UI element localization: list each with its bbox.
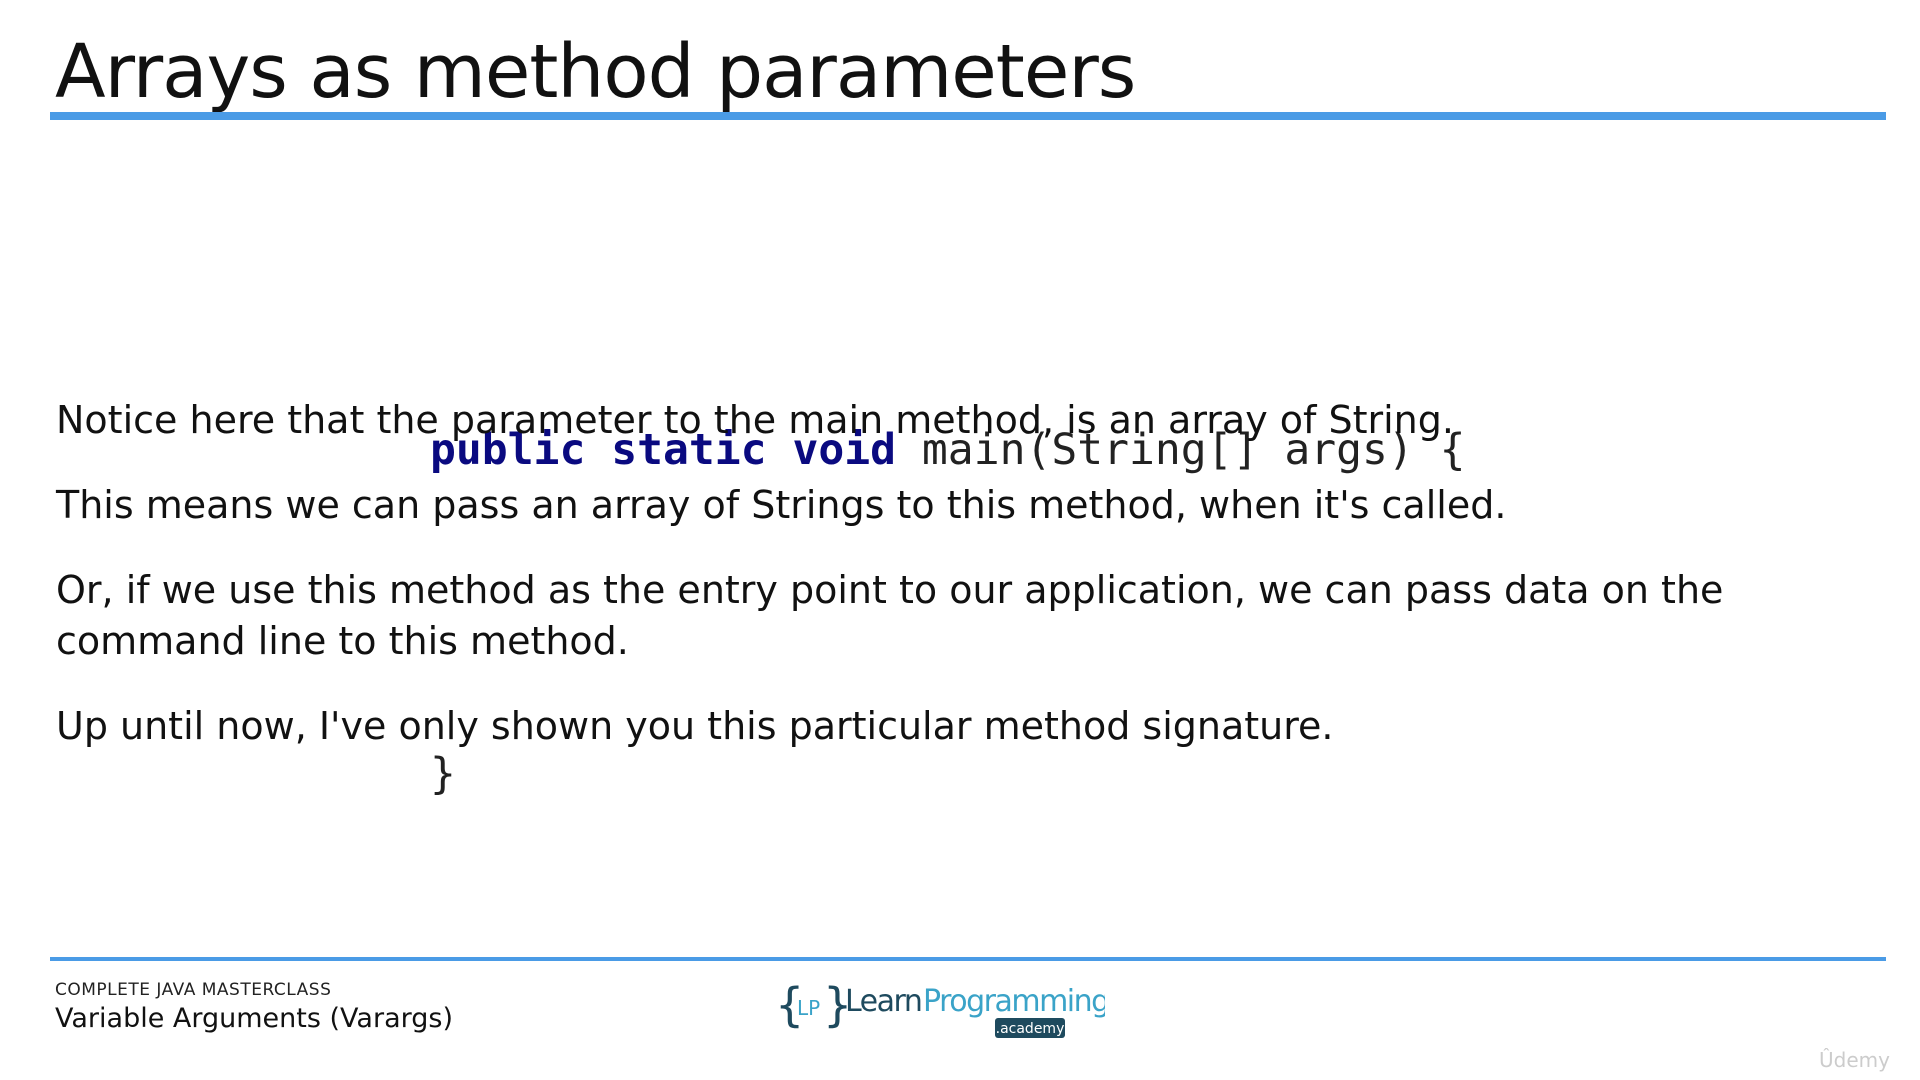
logo-right-brace-icon: } xyxy=(823,978,852,1032)
code-line-closing: } xyxy=(430,720,1466,828)
paragraph-4: Up until now, I've only shown you this p… xyxy=(56,704,1334,748)
paragraph-3: Or, if we use this method as the entry p… xyxy=(56,568,1724,663)
paragraph-2: This means we can pass an array of Strin… xyxy=(56,483,1507,527)
keyword-static: static xyxy=(611,425,767,475)
logo-initials: LP xyxy=(797,996,820,1020)
logo-left-brace-icon: { xyxy=(775,978,804,1032)
learnprogramming-logo: { LP } Learn Programming .academy xyxy=(775,978,1105,1038)
keyword-public: public xyxy=(430,425,586,475)
slide-title: Arrays as method parameters xyxy=(55,29,1136,115)
footer-divider xyxy=(50,957,1886,961)
logo-brand-learn: Learn xyxy=(845,984,921,1019)
title-underline xyxy=(50,112,1886,120)
code-block: public static void main(String[] args) {… xyxy=(430,180,1466,936)
logo-brand-programming: Programming xyxy=(923,984,1105,1019)
keyword-void: void xyxy=(792,425,897,475)
code-line-signature: public static void main(String[] args) { xyxy=(430,396,1466,504)
logo-badge-bg xyxy=(995,1018,1065,1038)
footer-course-name: COMPLETE JAVA MASTERCLASS xyxy=(55,980,332,1000)
closing-brace: } xyxy=(430,749,456,799)
footer-section-title: Variable Arguments (Varargs) xyxy=(55,1003,453,1034)
udemy-watermark: Ûdemy xyxy=(1819,1048,1890,1072)
logo-badge-text: .academy xyxy=(996,1021,1065,1037)
body-text: Notice here that the parameter to the ma… xyxy=(56,395,1856,786)
method-signature: main(String[] args) { xyxy=(921,425,1466,475)
paragraph-1: Notice here that the parameter to the ma… xyxy=(56,398,1454,442)
